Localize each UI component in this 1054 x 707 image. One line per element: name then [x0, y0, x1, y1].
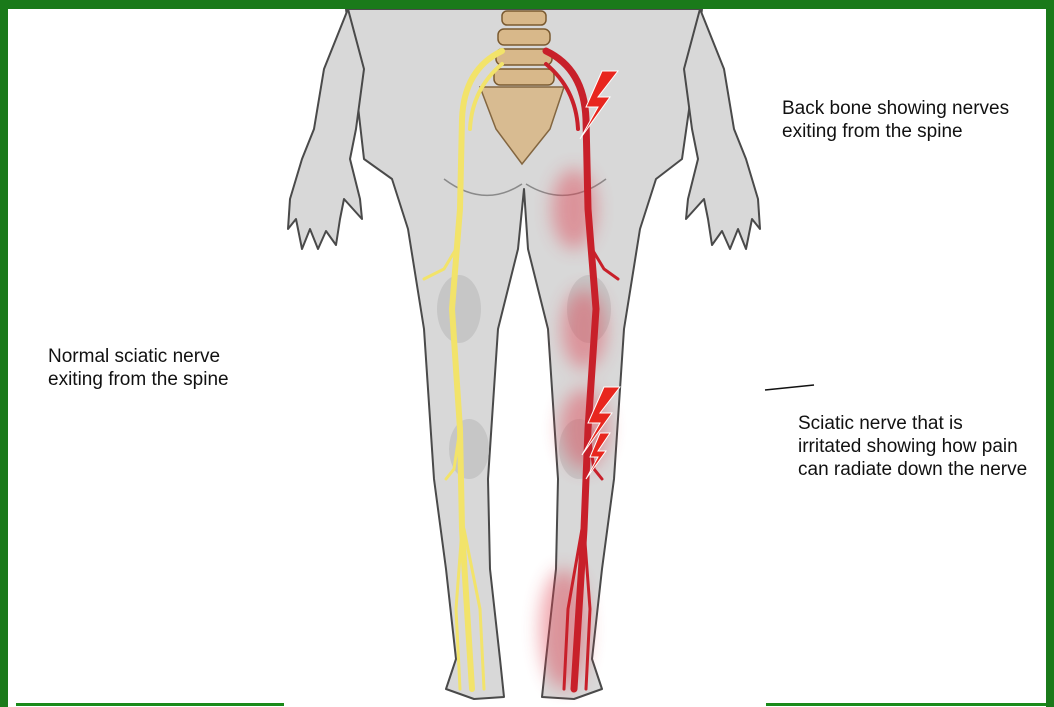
bottom-border-right: [766, 703, 1046, 706]
normal-nerve-annotation: Normal sciatic nerve exiting from the sp…: [48, 345, 278, 391]
lower-body-illustration: [284, 9, 766, 705]
back-bone-annotation: Back bone showing nerves exiting from th…: [782, 97, 1042, 143]
irritated-nerve-pointer-line: [764, 384, 816, 392]
bottom-border-left: [16, 703, 284, 706]
irritated-nerve-annotation: Sciatic nerve that is irritated showing …: [798, 412, 1028, 481]
